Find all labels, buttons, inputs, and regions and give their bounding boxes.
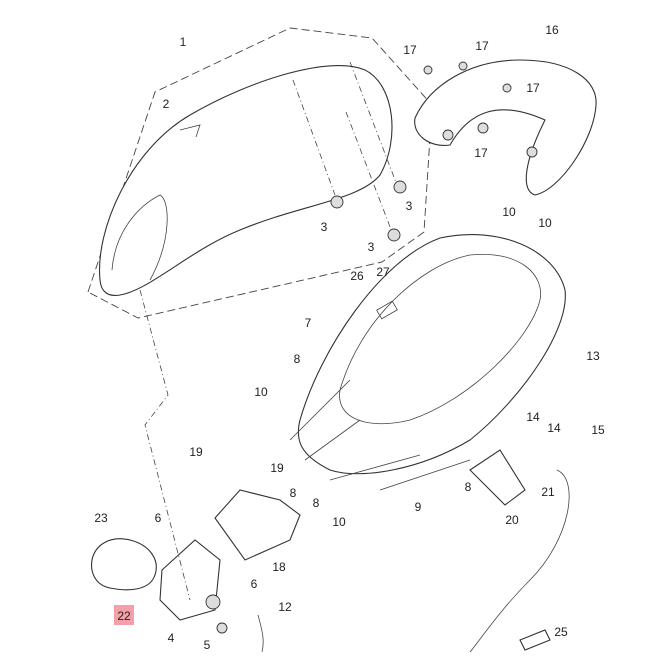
callout-label: 10 [538,216,552,230]
highlight-box [114,605,134,625]
leader-line [292,61,398,233]
callout-label-highlighted[interactable]: 22 [117,609,131,623]
bracket-part-4 [159,539,221,621]
callout-label: 17 [526,81,540,95]
callout-label: 6 [155,511,162,525]
seat [98,65,393,296]
callout-label: 14 [547,421,561,435]
part-25 [519,629,551,651]
damper-icon [393,180,407,194]
callout-label: 4 [168,631,175,645]
callout-label: 3 [406,199,413,213]
callout-label: 19 [270,461,284,475]
damper-icon [330,195,344,209]
callout-label: 25 [554,625,568,639]
bracket [214,489,301,561]
callout-label: 16 [545,23,559,37]
leader-line [139,289,191,601]
callout-label: 18 [272,560,286,574]
callout-label: 10 [332,515,346,529]
damper-icon [387,228,401,242]
callout-label: 12 [278,600,292,614]
callout-label: 17 [474,146,488,160]
seat-box [289,234,566,491]
callout-label: 23 [94,511,108,525]
callout-label: 1 [180,35,187,49]
callout-label: 3 [321,220,328,234]
seat-lock-cable [469,469,570,653]
callout-label: 8 [313,496,320,510]
plate-part-20 [469,449,526,506]
callout-label: 3 [368,240,375,254]
callout-label: 5 [204,638,211,652]
callout-label: 10 [502,205,516,219]
callout-label: 14 [526,410,540,424]
callout-label: 2 [163,97,170,111]
cover-part-22 [91,538,157,591]
callout-label: 26 [350,269,364,283]
callout-label: 19 [189,445,203,459]
callout-label: 10 [254,385,268,399]
callout-label: 7 [305,316,312,330]
callout-label: 15 [591,423,605,437]
callout-label: 20 [505,513,519,527]
callout-label: 21 [541,485,555,499]
callout-label: 6 [251,577,258,591]
callout-label: 9 [415,500,422,514]
callout-label: 13 [586,349,600,363]
callout-label: 8 [465,480,472,494]
callout-label: 8 [290,486,297,500]
callout-label: 17 [475,39,489,53]
callout-label: 27 [376,265,390,279]
callout-label: 17 [403,43,417,57]
callout-label: 8 [294,352,301,366]
grab-bar [414,59,597,196]
